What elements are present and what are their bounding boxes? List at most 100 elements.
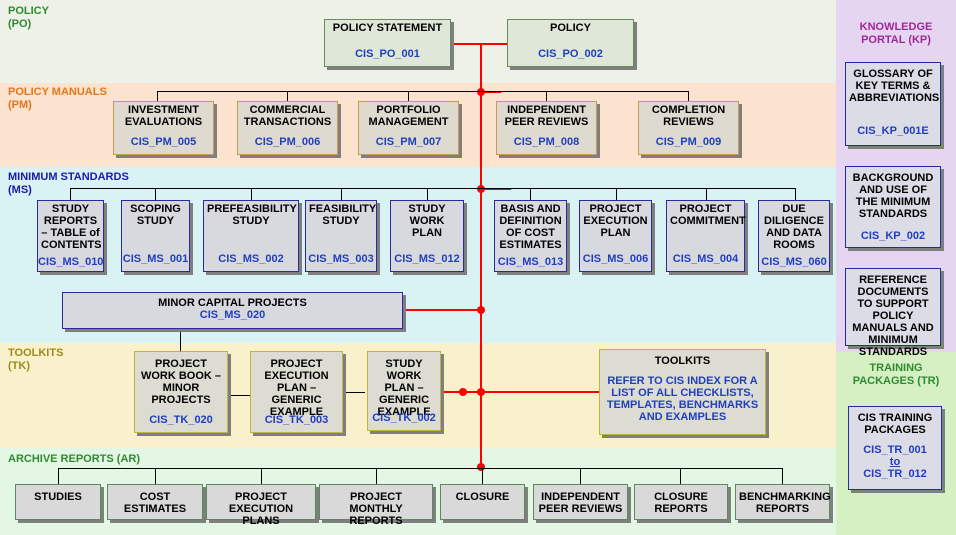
ar-project-monthly-reports[interactable]: PROJECT MONTHLY REPORTS	[319, 484, 433, 527]
box-title: POLICY STATEMENT	[332, 22, 443, 34]
box-code: CIS_MS_003	[308, 253, 374, 265]
ms-basis-definition-cost-estimates[interactable]: BASIS AND DEFINITION OF COST ESTIMATES C…	[494, 200, 567, 272]
box-title: DUE DILIGENCE AND DATA ROOMS	[764, 203, 824, 251]
pm-drop-2	[287, 91, 288, 101]
ar-drop-3	[261, 468, 262, 484]
box-code: CIS_TK_003	[264, 414, 329, 426]
box-code: CIS_MS_006	[582, 253, 649, 265]
box-title: INDEPENDENT PEER REVIEWS	[538, 491, 623, 515]
band-title-knowledge-portal: KNOWLEDGE PORTAL (KP)	[859, 21, 933, 46]
tr-to: to	[889, 456, 901, 468]
ms-feasibility-study[interactable]: FEASIBILITY STUDY CIS_MS_003	[305, 200, 377, 272]
pm-drop-5	[688, 91, 689, 101]
ms-drop-7	[616, 188, 617, 200]
tk-project-work-book[interactable]: PROJECT WORK BOOK – MINOR PROJECTS CIS_T…	[134, 351, 228, 433]
box-title: STUDIES	[34, 491, 82, 503]
box-code: CIS_MS_010	[38, 256, 104, 268]
ms-study-reports-toc[interactable]: STUDY REPORTS – TABLE of CONTENTS CIS_MS…	[37, 200, 104, 272]
box-title: INVESTMENT EVALUATIONS	[124, 104, 203, 128]
minor-link	[403, 309, 481, 311]
ms-drop-2	[155, 188, 156, 200]
ms-due-diligence-data-rooms[interactable]: DUE DILIGENCE AND DATA ROOMS CIS_MS_060	[758, 200, 830, 272]
box-title: PROJECT EXECUTION PLANS	[228, 491, 294, 527]
tk-project-execution-plan-generic[interactable]: PROJECT EXECUTION PLAN – GENERIC EXAMPLE…	[250, 351, 343, 433]
kp-background-use[interactable]: BACKGROUND AND USE OF THE MINIMUM STANDA…	[845, 166, 941, 248]
kp-glossary[interactable]: GLOSSARY OF KEY TERMS & ABBREVIATIONS CI…	[845, 62, 941, 146]
ms-drop-6	[530, 188, 531, 200]
ms-study-work-plan[interactable]: STUDY WORK PLAN CIS_MS_012	[390, 200, 464, 272]
box-code: CIS_PM_007	[375, 136, 442, 148]
node-toolkit-mid	[477, 388, 485, 396]
ar-closure[interactable]: CLOSURE	[440, 484, 525, 520]
node-ar	[477, 463, 485, 471]
band-title-training-packages: TRAINING PACKAGES (TR)	[852, 362, 940, 387]
ms-prefeasibility-study[interactable]: PREFEASIBILITY STUDY CIS_MS_002	[203, 200, 299, 272]
band-title-archive-reports: ARCHIVE REPORTS (AR)	[8, 453, 141, 465]
tr-cis-training-packages[interactable]: CIS TRAINING PACKAGES CIS_TR_001 to CIS_…	[848, 406, 942, 490]
ar-drop-8	[782, 468, 783, 484]
ar-closure-reports[interactable]: CLOSURE REPORTS	[634, 484, 728, 520]
band-title-minimum-standards: MINIMUM STANDARDS(MS)	[8, 171, 129, 196]
box-title: FEASIBILITY STUDY	[309, 203, 377, 227]
tr-code-to: CIS_TR_012	[863, 468, 927, 480]
ar-project-execution-plans[interactable]: PROJECT EXECUTION PLANS	[206, 484, 316, 527]
band-title-policy-manuals: POLICY MANUALS(PM)	[8, 86, 107, 111]
band-title-toolkits: TOOLKITS(TK)	[8, 347, 64, 372]
toolkits-body: REFER TO CIS INDEX FOR A LIST OF ALL CHE…	[606, 375, 759, 423]
minor-capital-projects-box[interactable]: MINOR CAPITAL PROJECTS CIS_MS_020	[62, 292, 403, 329]
box-title: BENCHMARKING REPORTS	[739, 491, 831, 515]
ms-project-commitment[interactable]: PROJECT COMMITMENT CIS_MS_004	[666, 200, 746, 272]
box-title: POLICY	[550, 22, 591, 34]
box-title: REFERENCE DOCUMENTS TO SUPPORT POLICY MA…	[852, 274, 934, 358]
main-spine	[480, 44, 482, 468]
pm-commercial-transactions[interactable]: COMMERCIAL TRANSACTIONS CIS_PM_006	[237, 101, 338, 155]
box-code: CIS_KP_001E	[857, 125, 929, 137]
pm-completion-reviews[interactable]: COMPLETION REVIEWS CIS_PM_009	[638, 101, 739, 155]
ar-independent-peer-reviews[interactable]: INDEPENDENT PEER REVIEWS	[533, 484, 628, 520]
box-code: CIS_KP_002	[860, 230, 926, 242]
band-title-policy: POLICY(PO)	[8, 5, 49, 30]
policy-box[interactable]: POLICY CIS_PO_002	[507, 19, 634, 67]
ar-drop-7	[680, 468, 681, 484]
ms-drop-1	[70, 188, 71, 200]
toolkits-index-box[interactable]: TOOLKITS REFER TO CIS INDEX FOR A LIST O…	[599, 349, 766, 435]
ar-benchmarking-reports[interactable]: BENCHMARKING REPORTS	[735, 484, 831, 520]
box-title: MINOR CAPITAL PROJECTS	[158, 297, 307, 309]
box-title: SCOPING STUDY	[130, 203, 181, 227]
tk-connector-1	[228, 395, 250, 396]
pm-portfolio-management[interactable]: PORTFOLIO MANAGEMENT CIS_PM_007	[358, 101, 459, 155]
box-title: PREFEASIBILITY STUDY	[207, 203, 297, 227]
box-title: TOOLKITS	[654, 355, 711, 367]
policy-statement-box[interactable]: POLICY STATEMENT CIS_PO_001	[324, 19, 451, 67]
kp-reference-documents[interactable]: REFERENCE DOCUMENTS TO SUPPORT POLICY MA…	[845, 268, 941, 358]
box-title: COST ESTIMATES	[123, 491, 187, 515]
ar-drop-2	[155, 468, 156, 484]
pm-link	[481, 91, 501, 93]
box-title: CLOSURE REPORTS	[654, 491, 708, 515]
ar-drop-6	[580, 468, 581, 484]
box-title: PROJECT WORK BOOK – MINOR PROJECTS	[140, 358, 222, 406]
node-pm	[477, 88, 485, 96]
ar-drop-1	[58, 468, 59, 484]
pm-investment-evaluations[interactable]: INVESTMENT EVALUATIONS CIS_PM_005	[113, 101, 214, 155]
box-code: CIS_PO_001	[355, 48, 420, 60]
policy-link	[437, 43, 507, 45]
pm-drop-3	[408, 91, 409, 101]
box-title: PROJECT EXECUTION PLAN	[583, 203, 648, 239]
ms-scoping-study[interactable]: SCOPING STUDY CIS_MS_001	[121, 200, 190, 272]
box-title: STUDY WORK PLAN – GENERIC EXAMPLE	[377, 358, 431, 418]
ms-project-execution-plan[interactable]: PROJECT EXECUTION PLAN CIS_MS_006	[579, 200, 652, 272]
box-code: CIS_MS_020	[199, 309, 266, 321]
pm-drop-1	[157, 91, 158, 101]
tk-study-work-plan-generic[interactable]: STUDY WORK PLAN – GENERIC EXAMPLE CIS_TK…	[367, 351, 441, 431]
box-code: CIS_TK_002	[372, 412, 436, 424]
ar-studies[interactable]: STUDIES	[15, 484, 101, 520]
box-code: CIS_PM_008	[513, 136, 580, 148]
pm-bus	[157, 91, 689, 92]
node-minor	[477, 306, 485, 314]
ar-cost-estimates[interactable]: COST ESTIMATES	[107, 484, 203, 520]
box-code: CIS_MS_002	[218, 253, 284, 265]
box-title: COMMERCIAL TRANSACTIONS	[243, 104, 332, 128]
box-title: PROJECT MONTHLY REPORTS	[349, 491, 403, 527]
pm-independent-peer-reviews[interactable]: INDEPENDENT PEER REVIEWS CIS_PM_008	[496, 101, 597, 155]
